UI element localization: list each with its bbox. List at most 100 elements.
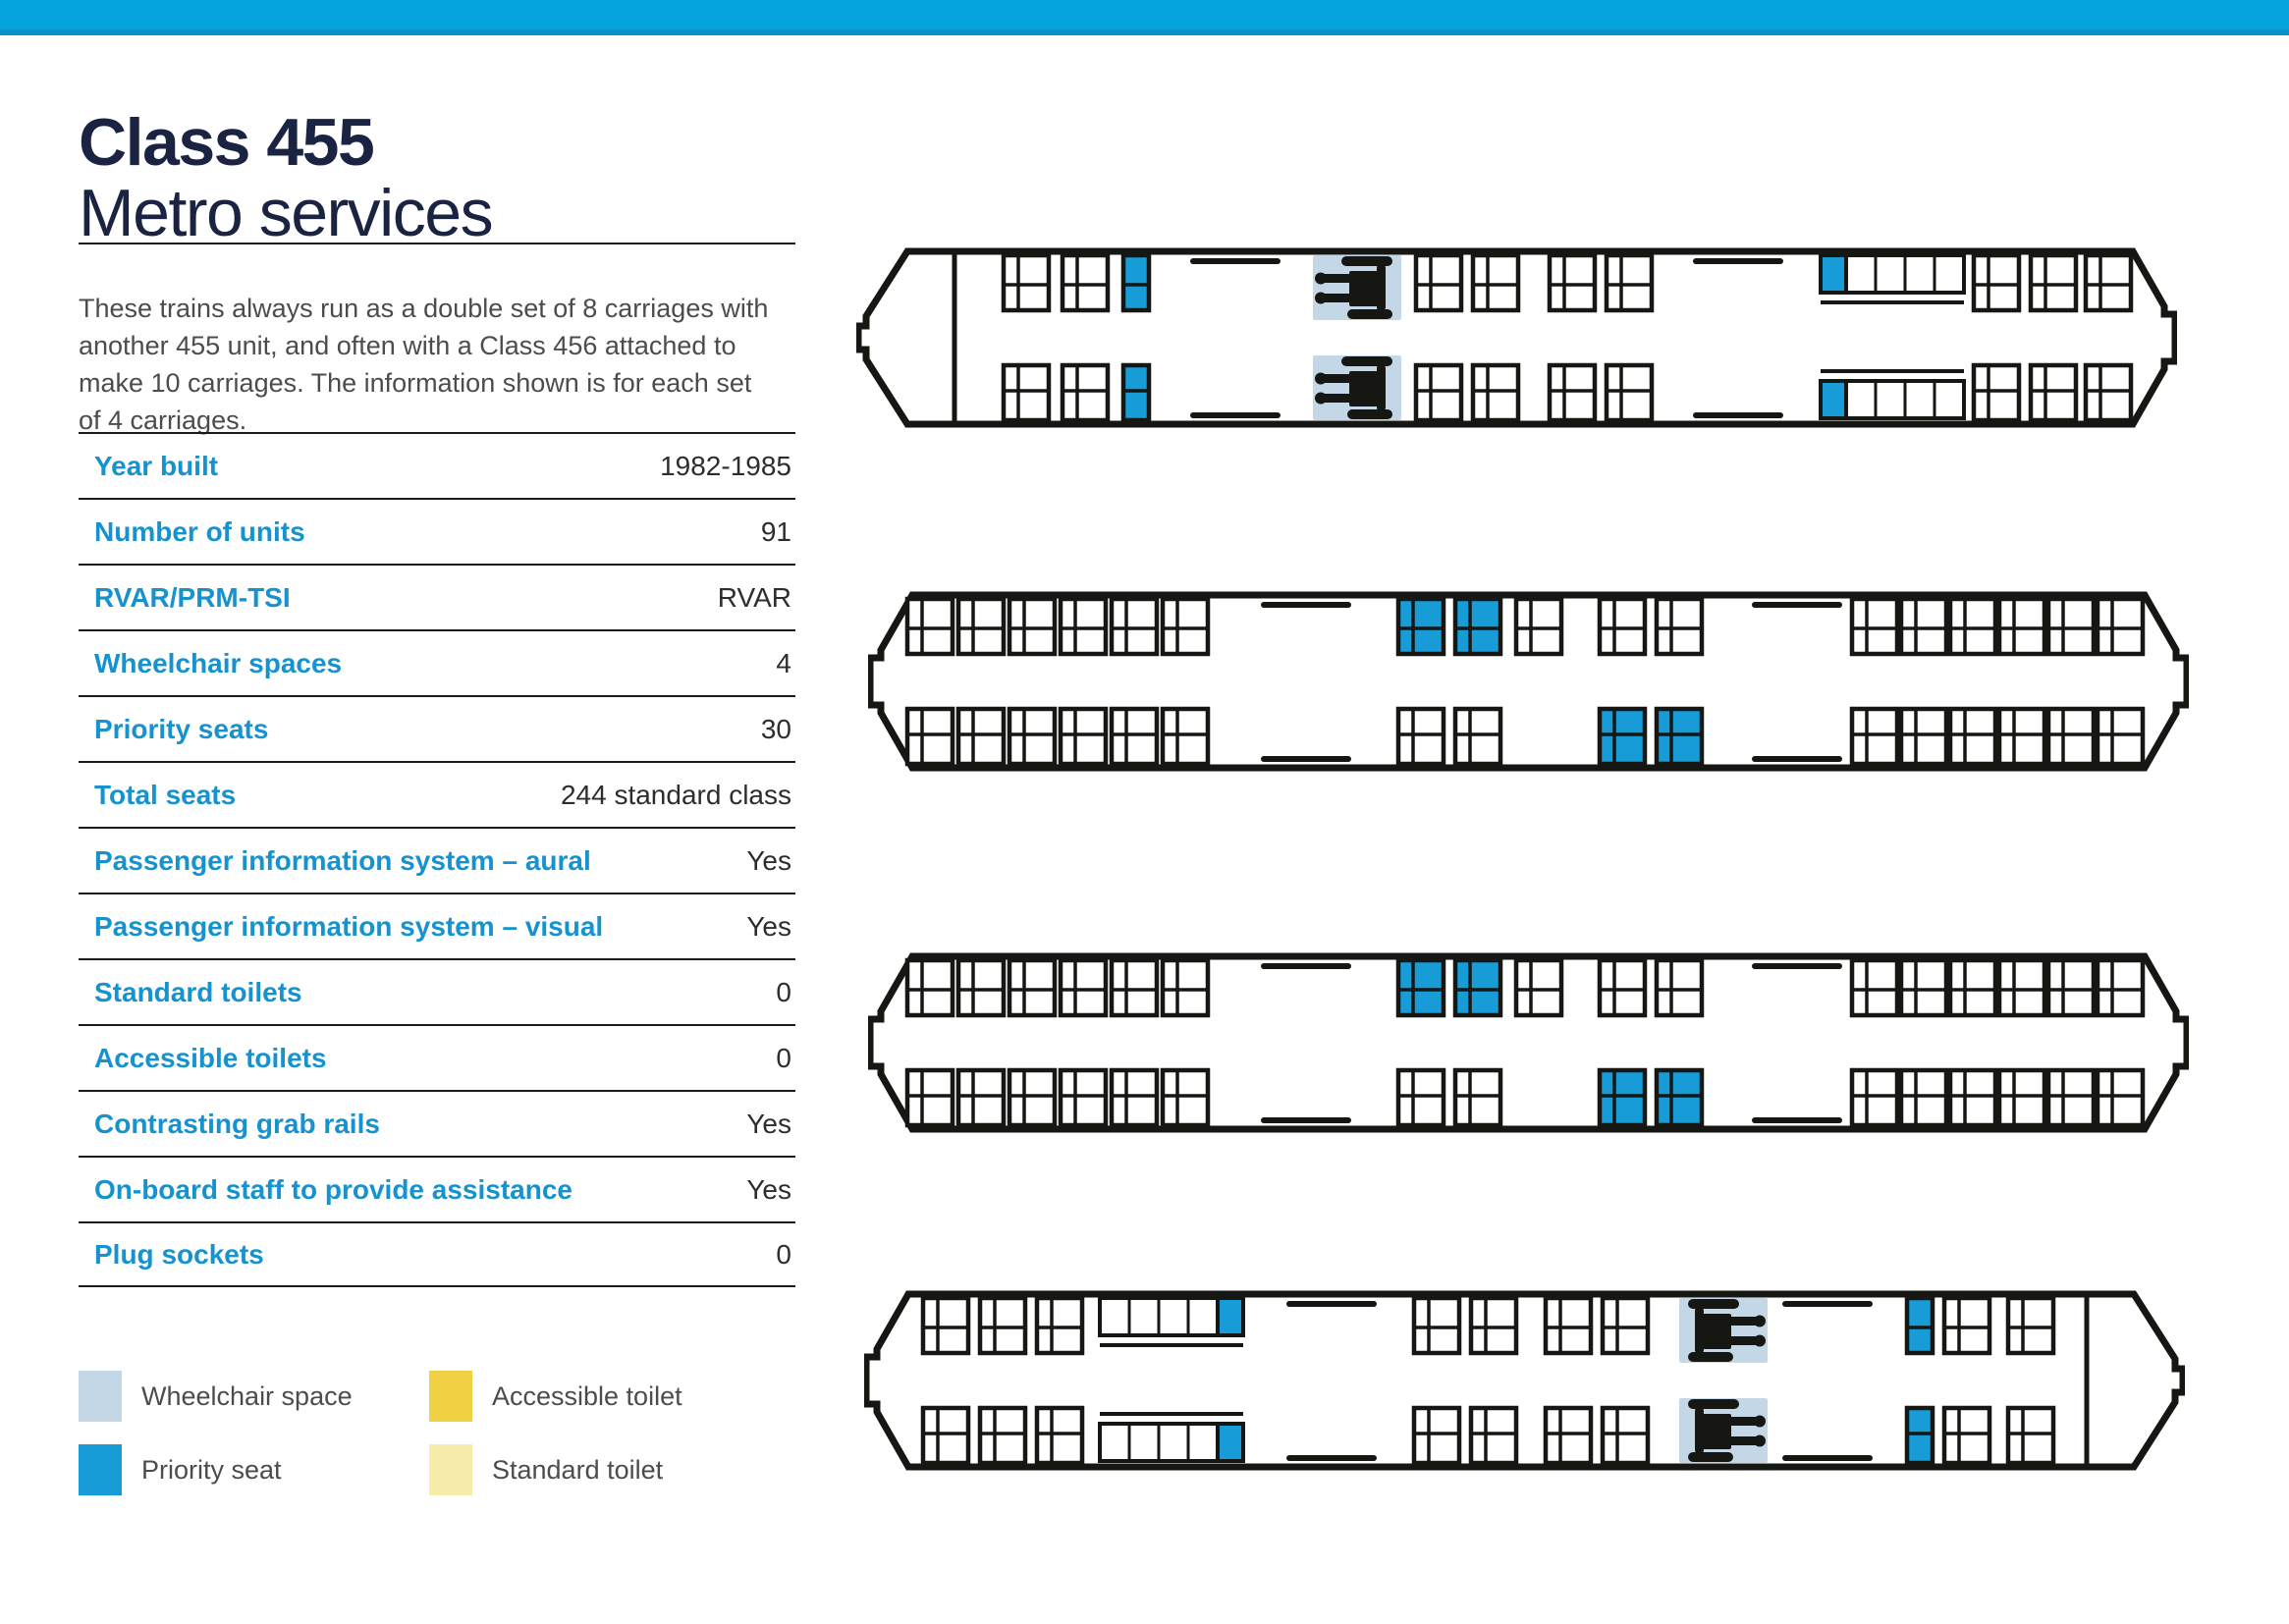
seat-block [1513, 596, 1564, 657]
door [1261, 756, 1351, 762]
spec-label: Accessible toilets [94, 1042, 327, 1073]
spec-value: RVAR [717, 581, 791, 613]
seat-block [904, 1067, 955, 1128]
spec-value: 244 standard class [560, 779, 791, 810]
legend-item: Standard toilet [429, 1444, 786, 1495]
seat-block [1060, 252, 1111, 313]
priority-seat [1904, 1405, 1935, 1466]
table-row: Plug sockets 0 [79, 1221, 795, 1287]
seat-block [1996, 706, 2047, 767]
door [1261, 963, 1351, 969]
seat-block [1547, 362, 1598, 423]
bench-seats [1098, 1412, 1245, 1463]
accessible-toilet-swatch [429, 1371, 472, 1422]
table-row: Contrasting grab rails Yes [79, 1090, 795, 1156]
spec-label: Passenger information system – visual [94, 910, 604, 942]
priority-seat [1452, 957, 1503, 1018]
door [1190, 258, 1281, 264]
seat-block [1849, 1067, 1900, 1128]
seat-block [1996, 957, 2047, 1018]
seat-block [1849, 596, 1900, 657]
seat-block [1470, 252, 1521, 313]
seat-block [1413, 362, 1464, 423]
door [1261, 602, 1351, 608]
table-row: Wheelchair spaces 4 [79, 629, 795, 695]
seat-block [1996, 596, 2047, 657]
spec-value: 1982-1985 [660, 450, 791, 481]
spec-value: 4 [776, 647, 791, 678]
spec-value: Yes [746, 1173, 791, 1205]
seat-block [2095, 596, 2146, 657]
legend-item: Wheelchair space [79, 1371, 429, 1422]
seat-block [1470, 362, 1521, 423]
spec-label: Standard toilets [94, 976, 302, 1007]
priority-seat [1395, 957, 1446, 1018]
seat-block [1007, 706, 1058, 767]
door [1286, 1455, 1377, 1461]
carriage-diagram-4 [864, 1288, 2185, 1473]
seat-block [1898, 706, 1949, 767]
wheelchair-icon [1688, 1399, 1766, 1462]
seat-block [2095, 957, 2146, 1018]
seat-block [1898, 1067, 1949, 1128]
spec-value: 0 [776, 1042, 791, 1073]
wheelchair-icon [1315, 256, 1392, 319]
seat-block [977, 1295, 1028, 1356]
seat-block [1058, 957, 1109, 1018]
seat-block [904, 957, 955, 1018]
wheelchair-space [1313, 255, 1401, 320]
wheelchair-space [1679, 1298, 1768, 1363]
seat-block [1543, 1405, 1594, 1466]
spec-value: Yes [746, 844, 791, 876]
seat-block [1058, 706, 1109, 767]
wheelchair-space [1679, 1398, 1768, 1463]
spec-value: 0 [776, 976, 791, 1007]
seat-block [2045, 706, 2097, 767]
seat-block [2028, 252, 2079, 313]
priority-seat [1654, 706, 1705, 767]
seat-block [1413, 252, 1464, 313]
seat-block [1654, 957, 1705, 1018]
priority-seat [1597, 1067, 1648, 1128]
table-row: Passenger information system – visual Ye… [79, 893, 795, 958]
seat-block [1849, 706, 1900, 767]
seat-block [1007, 1067, 1058, 1128]
seat-block [1468, 1405, 1519, 1466]
seat-block [1109, 1067, 1160, 1128]
table-row: Accessible toilets 0 [79, 1024, 795, 1090]
seat-block [1058, 596, 1109, 657]
door [1693, 258, 1783, 264]
seat-block [1600, 1295, 1651, 1356]
top-accent-bar [0, 0, 2289, 35]
carriage-diagram-1 [856, 245, 2177, 430]
seat-block [1597, 957, 1648, 1018]
spec-label: Wheelchair spaces [94, 647, 343, 678]
seat-block [977, 1405, 1028, 1466]
page-title-class: Class 455 [79, 105, 375, 181]
wheelchair-icon [1688, 1299, 1766, 1362]
seat-block [1898, 596, 1949, 657]
seat-block [1941, 1295, 1992, 1356]
seat-block [2045, 957, 2097, 1018]
door [1286, 1301, 1377, 1307]
carriage-3-svg [868, 952, 2189, 1133]
seat-block [2083, 362, 2134, 423]
seat-block [1109, 957, 1160, 1018]
seat-block [904, 706, 955, 767]
legend: Wheelchair space Priority seat Accessibl… [79, 1371, 786, 1495]
priority-seat [1597, 706, 1648, 767]
seat-block [1654, 596, 1705, 657]
door [1752, 1117, 1842, 1123]
seat-block [2005, 1295, 2056, 1356]
table-row: Year built 1982-1985 [79, 432, 795, 498]
seat-block [1411, 1295, 1462, 1356]
seat-block [955, 596, 1007, 657]
priority-seat [1395, 596, 1446, 657]
spec-value: 0 [776, 1238, 791, 1270]
seat-block [2083, 252, 2134, 313]
table-row: Total seats 244 standard class [79, 761, 795, 827]
door [1782, 1301, 1873, 1307]
carriage-2-svg [868, 591, 2189, 772]
priority-seat [1120, 252, 1152, 313]
